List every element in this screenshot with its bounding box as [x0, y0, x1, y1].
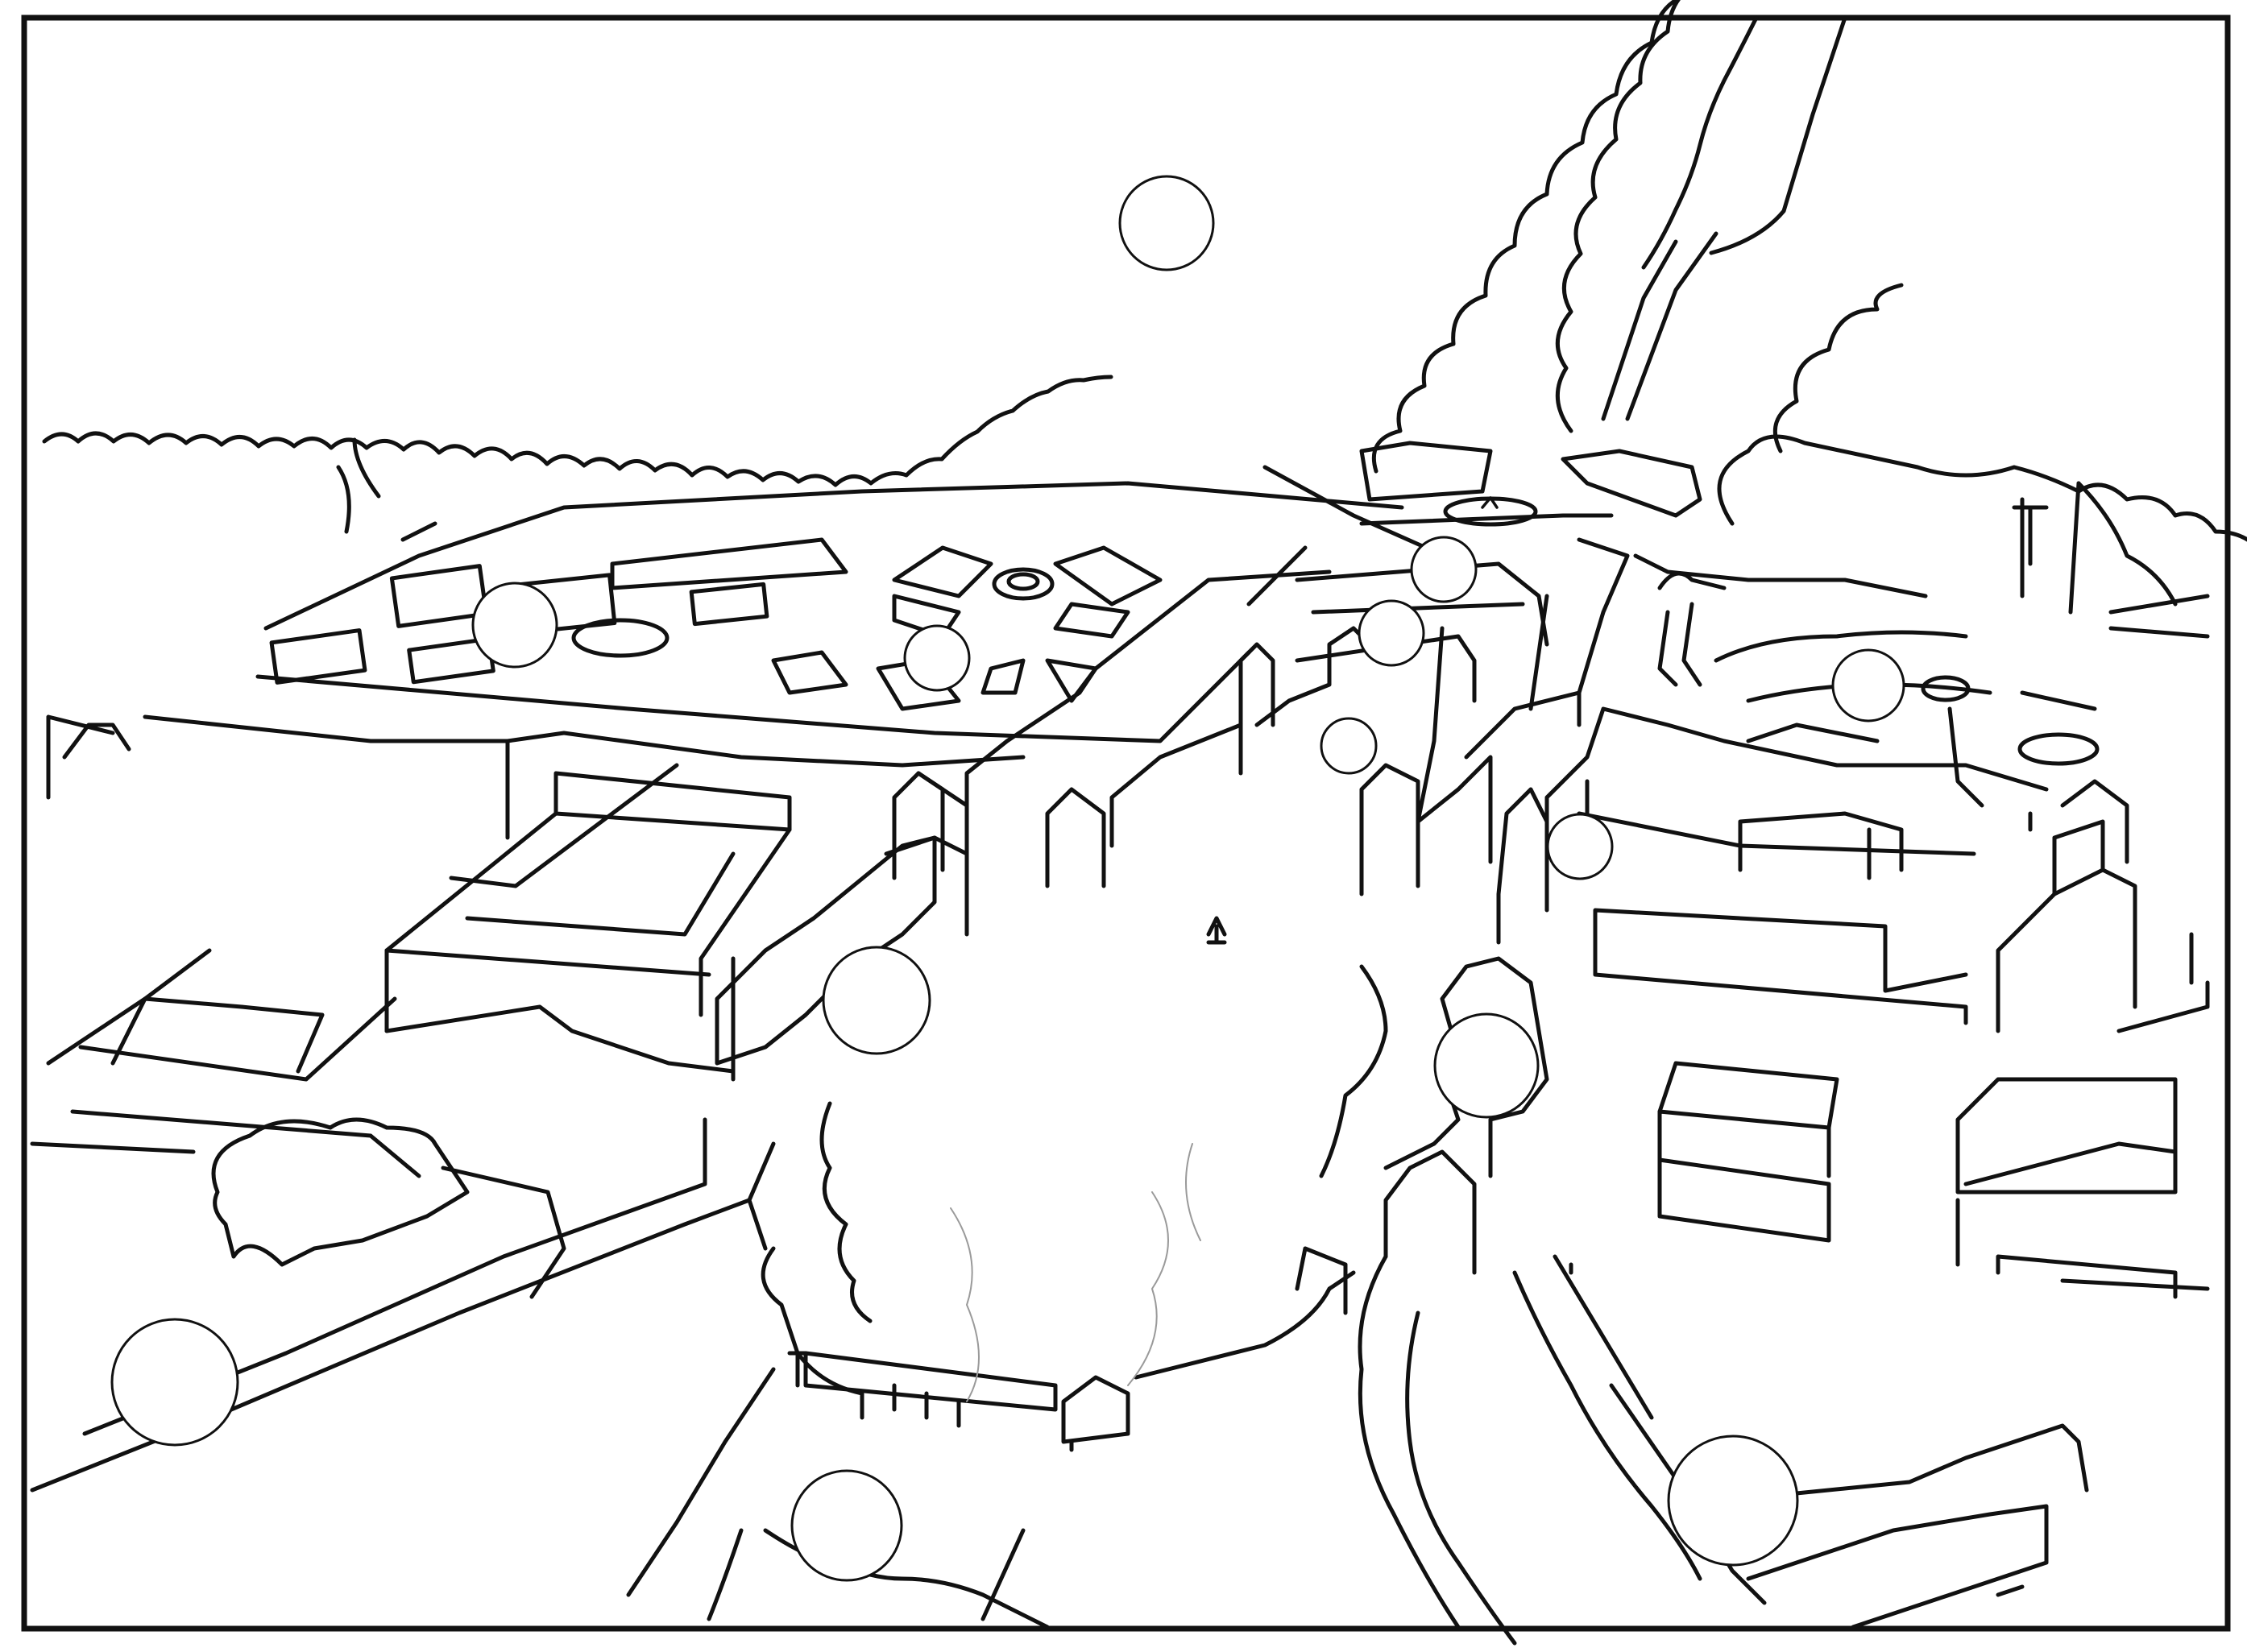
- callout-marker: [1358, 599, 1425, 667]
- callout-marker: [790, 1469, 903, 1582]
- formal-garden-parterre: [255, 481, 1404, 743]
- callout-marker: [822, 946, 931, 1055]
- sketch-frame: [21, 14, 2231, 1632]
- foreground-roads: [30, 1117, 2089, 1646]
- callout-marker: [1433, 1012, 1540, 1119]
- right-pavilion-building: [1593, 779, 2210, 1033]
- callout-markers: [110, 175, 1905, 1582]
- callout-marker: [1320, 717, 1378, 775]
- callout-marker: [1667, 1435, 1799, 1567]
- formal-garden-right: [1657, 571, 2210, 808]
- tree-line-left: [42, 375, 1113, 534]
- callout-marker: [1118, 175, 1215, 271]
- callout-marker: [903, 624, 971, 692]
- callout-marker: [1546, 813, 1614, 880]
- tree-line-top-avenue: [1371, 0, 1847, 474]
- callout-marker: [1831, 648, 1905, 722]
- court-of-honour: [715, 835, 1549, 1452]
- palace-right-wing: [1359, 690, 2049, 945]
- central-roundabout-paths: [1246, 441, 1928, 824]
- callout-marker: [471, 582, 558, 669]
- callout-marker: [110, 1318, 239, 1447]
- callout-marker: [1410, 536, 1478, 603]
- left-outbuildings: [30, 948, 566, 1299]
- right-blocks: [1657, 1061, 2210, 1299]
- tree-line-right: [1717, 283, 2247, 615]
- left-building-complex: [46, 714, 1026, 1082]
